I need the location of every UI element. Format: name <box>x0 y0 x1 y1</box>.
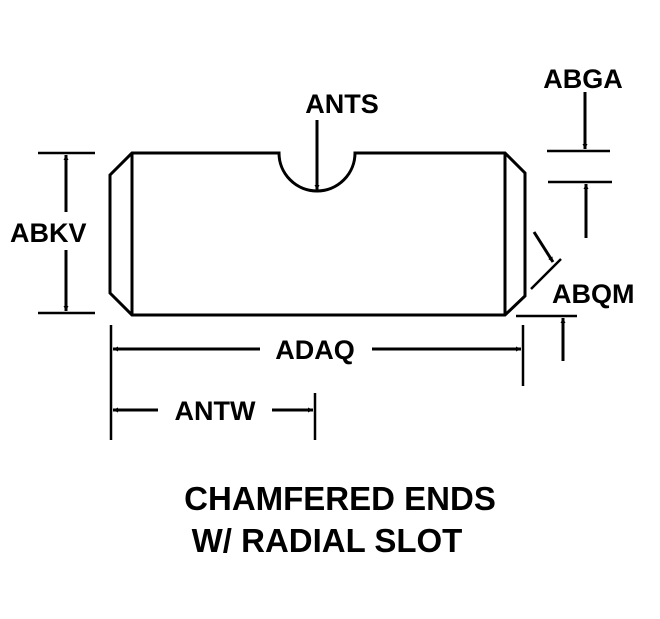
pin-body <box>108 151 527 317</box>
label-ants: ANTS <box>305 89 379 119</box>
title-line-1: CHAMFERED ENDS <box>184 480 496 517</box>
label-adaq: ADAQ <box>275 335 355 365</box>
label-abqm: ABQM <box>552 279 635 309</box>
chamfer-width-dimension: ABGA <box>543 64 623 238</box>
label-abkv: ABKV <box>10 218 87 248</box>
length-dimension: ADAQ <box>109 325 525 440</box>
diameter-dimension: ABKV <box>10 151 95 315</box>
label-antw: ANTW <box>175 396 256 426</box>
label-abga: ABGA <box>543 64 623 94</box>
slot-location-dimension: ANTW <box>113 393 317 440</box>
chamfer-angle-dimension: ABQM <box>516 231 635 361</box>
title-line-2: W/ RADIAL SLOT <box>192 522 463 559</box>
slot-dimension: ANTS <box>305 89 379 190</box>
